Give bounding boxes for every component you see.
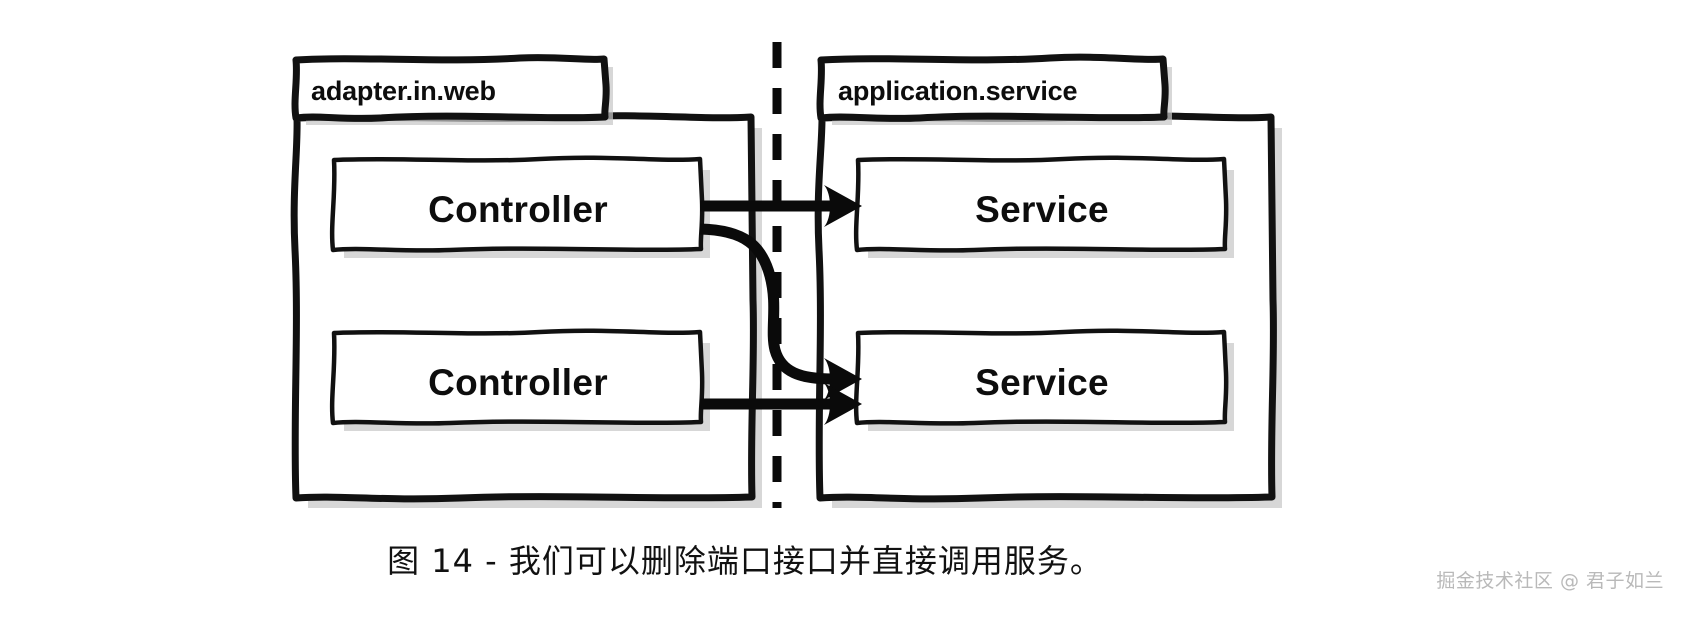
connection-line xyxy=(699,223,834,385)
controller-top-box[interactable]: Controller xyxy=(329,155,710,258)
left-package: adapter.in.web Controller Controller xyxy=(290,54,762,508)
service-top-outline xyxy=(853,155,1229,253)
service-top-label: Service xyxy=(975,189,1109,230)
controller-bottom-box[interactable]: Controller xyxy=(329,328,710,431)
service-bottom-label: Service xyxy=(975,362,1109,403)
controller-bottom-label: Controller xyxy=(428,362,608,403)
figure-caption: 图 14 - 我们可以删除端口接口并直接调用服务。 xyxy=(387,542,1103,580)
left-package-tab-label: adapter.in.web xyxy=(311,76,496,106)
connection-controller-bottom-to-service-bottom xyxy=(700,383,862,425)
service-bottom-outline xyxy=(853,328,1229,426)
controller-top-label: Controller xyxy=(428,189,608,230)
service-top-box[interactable]: Service xyxy=(853,155,1234,258)
arrow-head-icon xyxy=(824,185,862,227)
service-bottom-box[interactable]: Service xyxy=(853,328,1234,431)
right-package-tab-label: application.service xyxy=(838,76,1077,106)
right-package-tab xyxy=(816,53,1169,122)
controller-bottom-outline xyxy=(329,328,705,426)
arrow-head-icon xyxy=(824,383,862,425)
connections-layer xyxy=(699,185,862,425)
controller-top-outline xyxy=(329,155,705,253)
connection-controller-top-to-service-top xyxy=(700,185,862,227)
watermark: 掘金技术社区 @ 君子如兰 xyxy=(1436,570,1664,592)
left-package-tab xyxy=(291,54,610,122)
right-package: application.service Service Service xyxy=(814,53,1282,508)
